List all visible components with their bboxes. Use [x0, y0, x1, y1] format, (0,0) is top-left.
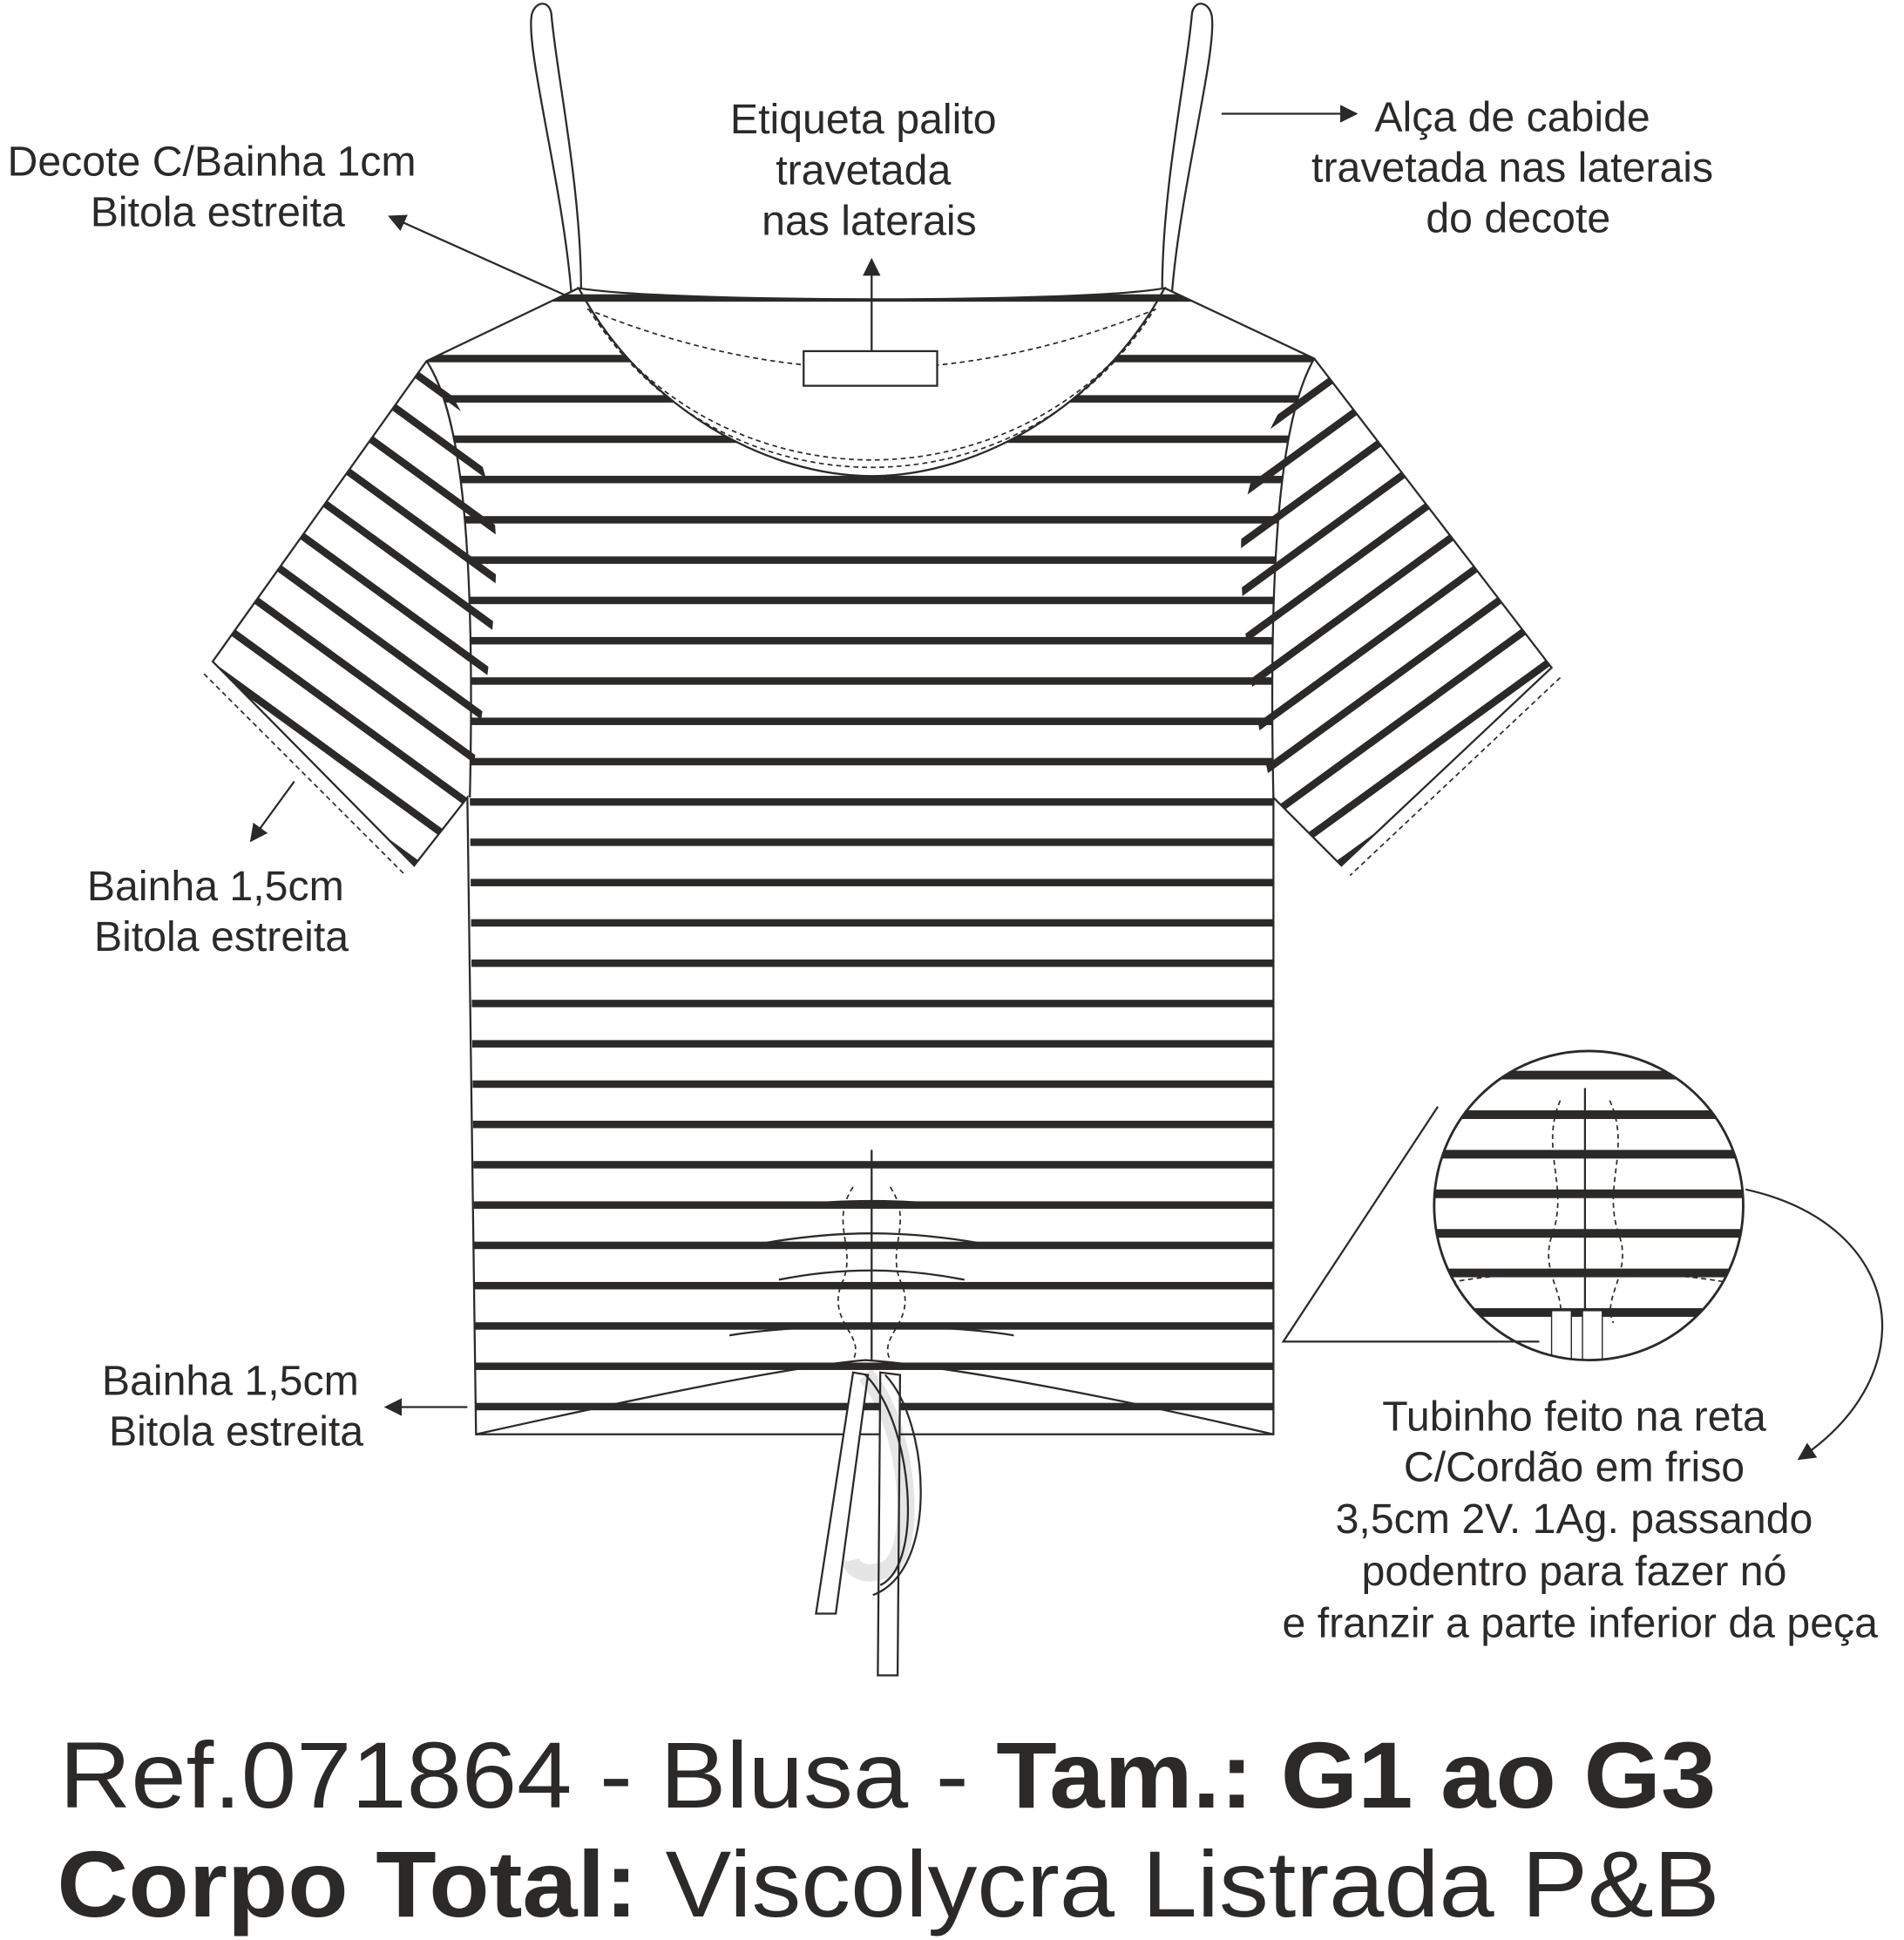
stripe	[426, 1362, 1315, 1370]
stripe	[1433, 1189, 1744, 1198]
stripe	[1241, 358, 1552, 670]
stripe	[426, 1201, 1315, 1209]
stripe	[426, 959, 1315, 967]
label-tag	[803, 349, 938, 387]
size-range: Tam.: G1 ao G3	[996, 1722, 1716, 1828]
stripe	[426, 838, 1315, 846]
fabric-value: Viscolycra Listrada P&B	[666, 1831, 1720, 1937]
stripe	[1241, 547, 1552, 866]
drawstring-note: Tubinho feito na reta C/Cordão em friso …	[1282, 1393, 1878, 1646]
stripe	[426, 596, 1315, 605]
stripe	[1241, 419, 1552, 862]
stripe	[426, 636, 1315, 645]
reference: Ref.071864 - Blusa -	[59, 1722, 996, 1828]
stripe	[1281, 611, 1552, 866]
reference-line: Ref.071864 - Blusa - Tam.: G1 ao G3	[59, 1722, 1716, 1828]
stripe	[426, 797, 1315, 806]
neckline-note: Decote C/Bainha 1cm Bitola estreita	[8, 138, 428, 235]
stripe	[426, 1161, 1315, 1169]
stripe	[426, 1120, 1315, 1129]
gathered-hem	[476, 1150, 1274, 1435]
fabric-line: Corpo Total: Viscolycra Listrada P&B	[57, 1831, 1719, 1937]
stripe	[1433, 1070, 1744, 1080]
drawstring-arrow	[1745, 1188, 1884, 1461]
stripe	[1433, 1229, 1744, 1238]
stripe	[426, 516, 1315, 524]
fabric-label: Corpo Total:	[57, 1831, 665, 1937]
stripe	[426, 919, 1315, 927]
stripe	[213, 761, 412, 866]
stripe	[213, 361, 497, 692]
stripe	[1241, 358, 1552, 798]
stripe	[213, 409, 497, 852]
body-stripes	[426, 355, 1315, 1411]
stripe	[426, 878, 1315, 886]
stripe	[426, 475, 1315, 484]
stripe	[1241, 483, 1552, 866]
drawstring-ties	[815, 1368, 922, 1677]
stripe	[426, 1000, 1315, 1007]
sleeve-hem-arrow	[249, 780, 295, 843]
stripe	[213, 441, 497, 866]
stripe	[426, 1080, 1315, 1089]
stripe	[1241, 387, 1552, 831]
body-hem-note: Bainha 1,5cm Bitola estreita	[102, 1357, 370, 1455]
stripe	[1327, 675, 1552, 866]
stripe	[426, 1241, 1315, 1250]
label-note: Etiqueta palito travetada nas laterais	[730, 96, 1008, 244]
stripe	[426, 717, 1315, 725]
stripe	[213, 793, 389, 866]
neckline-arrow	[388, 214, 570, 298]
stripe	[1433, 1110, 1744, 1119]
stripe	[1241, 358, 1552, 638]
stripe	[426, 1040, 1315, 1048]
detail-magnifier	[1281, 1049, 1745, 1362]
stripe	[1241, 451, 1552, 866]
stripe	[426, 556, 1315, 564]
stripe	[1257, 580, 1552, 866]
stripe	[426, 1281, 1315, 1290]
hanger-loop-note: Alça de cabide travetada nas laterais do…	[1311, 93, 1724, 241]
stripe	[426, 757, 1315, 766]
stripe	[1433, 1268, 1744, 1278]
stripe	[1241, 515, 1552, 866]
right-sleeve-stripes	[1241, 358, 1552, 866]
hanger-loop-left	[530, 3, 583, 292]
stripe	[1433, 1150, 1744, 1159]
garment-outline	[211, 287, 1554, 1435]
sleeve-hem-note: Bainha 1,5cm Bitola estreita	[87, 863, 356, 960]
stripe	[1241, 358, 1552, 766]
hanger-loop-right	[1161, 3, 1214, 292]
stripe	[1351, 708, 1552, 866]
stripe	[213, 473, 497, 866]
stripe	[1304, 643, 1552, 866]
stripe	[426, 677, 1315, 685]
stripe	[1397, 771, 1552, 866]
